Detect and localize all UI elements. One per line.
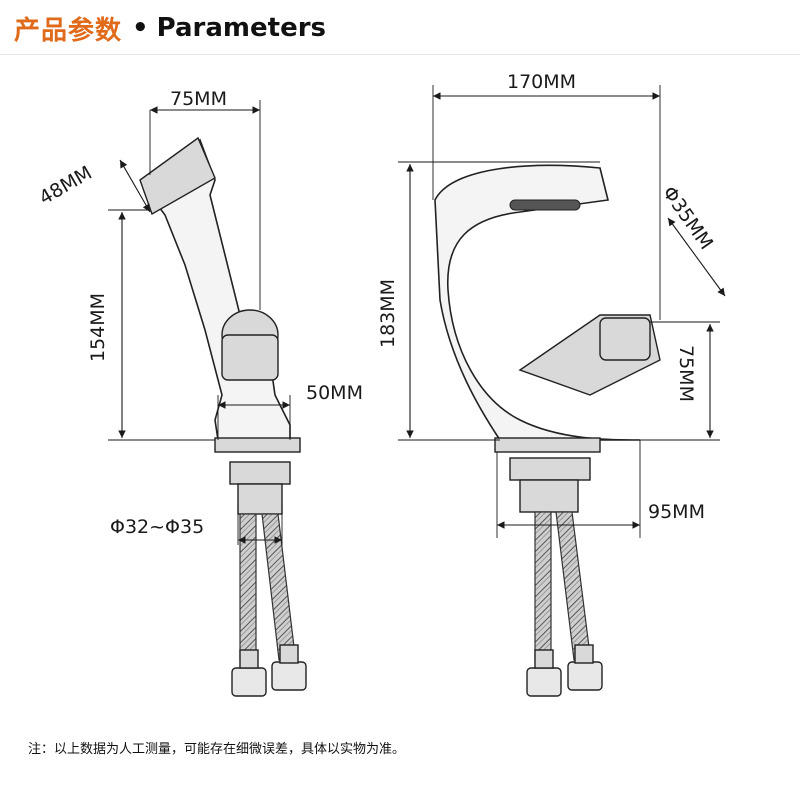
title-english: Parameters [156, 13, 326, 43]
left-dim-base-width: 50MM [306, 382, 363, 404]
right-aerator-slot [509, 199, 581, 211]
left-hose-ferrule-1 [239, 649, 259, 669]
right-handle-tip [599, 317, 651, 361]
left-dim-spout-thickness: 48MM [36, 162, 96, 210]
title-separator: • [132, 13, 149, 43]
left-hose-1 [239, 513, 257, 661]
right-dim-handle-diameter: Φ35MM [658, 182, 717, 254]
left-dim-pipe-diameter: Φ32~Φ35 [110, 516, 204, 538]
right-dim-base-depth: 95MM [648, 501, 705, 523]
header-divider [0, 54, 800, 55]
left-hose-2 [261, 513, 296, 661]
right-threaded-pipe [519, 479, 579, 513]
right-dim-total-width: 170MM [507, 71, 576, 93]
page-header: 产品参数 • Parameters [14, 8, 326, 48]
right-base-nut [509, 457, 591, 481]
left-dim-top-width: 75MM [170, 88, 227, 110]
title-chinese: 产品参数 [14, 15, 123, 46]
right-hose-nut-2 [567, 661, 603, 691]
right-dim-total-height: 183MM [377, 279, 399, 348]
faucet-dimension-drawing: 75MM 48MM 154MM 50MM Φ32~Φ35 [36, 71, 726, 697]
right-hose-2 [555, 511, 591, 661]
footnote-disclaimer: 注：以上数据为人工测量，可能存在细微误差，具体以实物为准。 [28, 742, 406, 757]
right-hose-ferrule-2 [574, 644, 594, 664]
left-hose-nut-1 [231, 667, 267, 697]
right-faucet-body [434, 164, 641, 441]
right-faucet-front-view [434, 164, 661, 697]
right-base-ring [494, 437, 601, 453]
left-threaded-pipe [237, 483, 283, 515]
left-hose-nut-2 [271, 661, 307, 691]
left-base-ring [214, 437, 301, 453]
left-faucet-side-view [139, 136, 307, 697]
left-dim-height: 154MM [87, 293, 109, 362]
right-hose-nut-1 [526, 667, 562, 697]
left-handle-stem [221, 334, 279, 381]
right-dim-handle-height: 75MM [675, 345, 697, 402]
left-base-nut [229, 461, 291, 485]
right-hose-1 [534, 511, 552, 661]
left-hose-ferrule-2 [279, 644, 299, 664]
right-hose-ferrule-1 [534, 649, 554, 669]
